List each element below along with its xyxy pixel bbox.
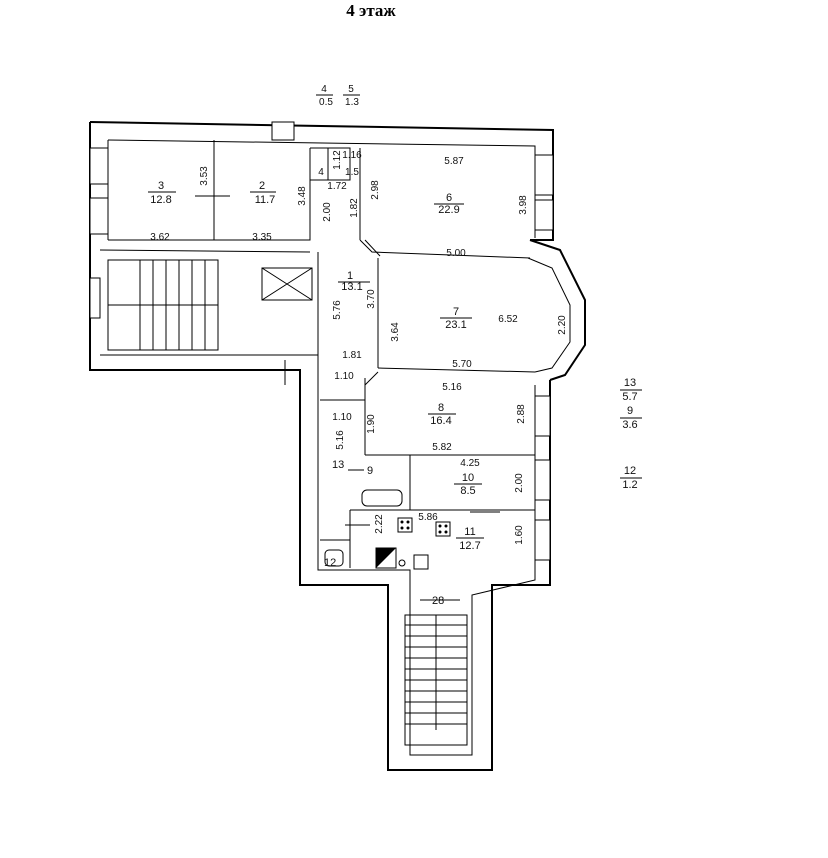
- svg-text:1.90: 1.90: [366, 414, 377, 434]
- svg-text:2.88: 2.88: [516, 404, 527, 424]
- svg-text:3.62: 3.62: [150, 232, 170, 243]
- svg-text:16.4: 16.4: [430, 415, 451, 427]
- svg-text:6.52: 6.52: [498, 314, 518, 325]
- room-6-label: 6 22.9: [434, 192, 464, 216]
- svg-text:1.60: 1.60: [514, 525, 525, 545]
- top-label-4: 4 0.5: [316, 84, 333, 108]
- svg-text:0.5: 0.5: [319, 97, 333, 108]
- svg-text:13.1: 13.1: [341, 281, 362, 293]
- svg-text:5.87: 5.87: [444, 156, 464, 167]
- dimension-labels: 3.53 3.62 3.35 3.48 1.16 1.12 1.5 4 1.72…: [150, 150, 568, 545]
- svg-text:5.16: 5.16: [335, 430, 346, 450]
- svg-text:4.25: 4.25: [460, 458, 480, 469]
- svg-text:12: 12: [624, 465, 636, 477]
- room-7-label: 7 23.1: [440, 306, 472, 331]
- upper-stair-steps: [139, 260, 206, 350]
- svg-text:2.00: 2.00: [514, 473, 525, 493]
- sink-icon: [324, 547, 429, 570]
- side-label-9: 9 3.6: [620, 405, 642, 431]
- svg-text:5.86: 5.86: [418, 512, 438, 523]
- room-12-number: 12: [324, 557, 336, 569]
- svg-text:1: 1: [347, 270, 353, 282]
- svg-text:2.00: 2.00: [322, 202, 333, 222]
- svg-text:8.5: 8.5: [460, 485, 475, 497]
- svg-text:1.82: 1.82: [349, 198, 360, 218]
- svg-text:3.35: 3.35: [252, 232, 272, 243]
- svg-text:5.7: 5.7: [622, 391, 637, 403]
- room-2-label: 2 11.7: [250, 180, 276, 206]
- svg-text:3.6: 3.6: [622, 419, 637, 431]
- svg-text:3.64: 3.64: [390, 322, 401, 342]
- svg-text:1.2: 1.2: [622, 479, 637, 491]
- svg-text:1.10: 1.10: [332, 412, 352, 423]
- svg-text:5.76: 5.76: [332, 300, 343, 320]
- lower-stair-steps: [405, 624, 467, 725]
- svg-text:1.5: 1.5: [345, 167, 359, 178]
- side-label-12: 12 1.2: [620, 465, 642, 491]
- window-marks: [89, 121, 554, 561]
- room-10-label: 10 8.5: [454, 472, 482, 497]
- svg-text:5.16: 5.16: [442, 382, 462, 393]
- side-label-13: 13 5.7: [620, 377, 642, 403]
- room-11-label: 11 12.7: [456, 526, 484, 552]
- bathtub: [361, 489, 403, 507]
- svg-text:5.82: 5.82: [432, 442, 452, 453]
- room-13-number: 13: [332, 459, 344, 471]
- svg-text:5: 5: [348, 84, 354, 95]
- top-label-5: 5 1.3: [343, 84, 360, 108]
- svg-text:5.00: 5.00: [446, 248, 466, 259]
- svg-text:13: 13: [624, 377, 636, 389]
- stove-icon: [397, 517, 451, 537]
- svg-text:22.9: 22.9: [438, 204, 459, 216]
- svg-text:3.70: 3.70: [366, 289, 377, 309]
- svg-text:11: 11: [464, 526, 475, 538]
- svg-text:2.20: 2.20: [557, 315, 568, 335]
- svg-text:2: 2: [259, 180, 265, 192]
- svg-text:10: 10: [462, 472, 474, 484]
- room-9-number: 9: [367, 465, 373, 477]
- svg-text:5.70: 5.70: [452, 359, 472, 370]
- svg-text:4: 4: [321, 84, 327, 95]
- svg-text:6: 6: [446, 192, 452, 204]
- svg-text:1.16: 1.16: [342, 150, 362, 161]
- room-1-label: 1 13.1: [338, 270, 364, 293]
- floor-title: 4 этаж: [346, 1, 396, 20]
- svg-text:3.98: 3.98: [518, 195, 529, 215]
- svg-text:12.8: 12.8: [150, 194, 171, 206]
- svg-text:11.7: 11.7: [255, 194, 276, 206]
- svg-text:9: 9: [627, 405, 633, 417]
- stair-area-28: 28: [432, 595, 444, 607]
- svg-text:1.12: 1.12: [332, 150, 343, 170]
- svg-text:2.98: 2.98: [370, 180, 381, 200]
- room-8-label: 8 16.4: [428, 402, 456, 427]
- svg-text:3.48: 3.48: [297, 186, 308, 206]
- upper-staircase: [107, 259, 219, 351]
- svg-text:12.7: 12.7: [459, 540, 480, 552]
- svg-text:2.22: 2.22: [374, 514, 385, 534]
- svg-text:3.53: 3.53: [199, 166, 210, 186]
- room-3-label: 3 12.8: [148, 180, 176, 206]
- svg-text:8: 8: [438, 402, 444, 414]
- svg-text:3: 3: [158, 180, 164, 192]
- svg-text:23.1: 23.1: [445, 319, 466, 331]
- svg-text:1.10: 1.10: [334, 371, 354, 382]
- svg-text:7: 7: [453, 306, 459, 318]
- svg-text:1.81: 1.81: [342, 350, 362, 361]
- svg-text:1.3: 1.3: [345, 97, 359, 108]
- svg-text:4: 4: [318, 167, 324, 178]
- svg-text:1.72: 1.72: [327, 181, 347, 192]
- interior-walls: [108, 140, 536, 568]
